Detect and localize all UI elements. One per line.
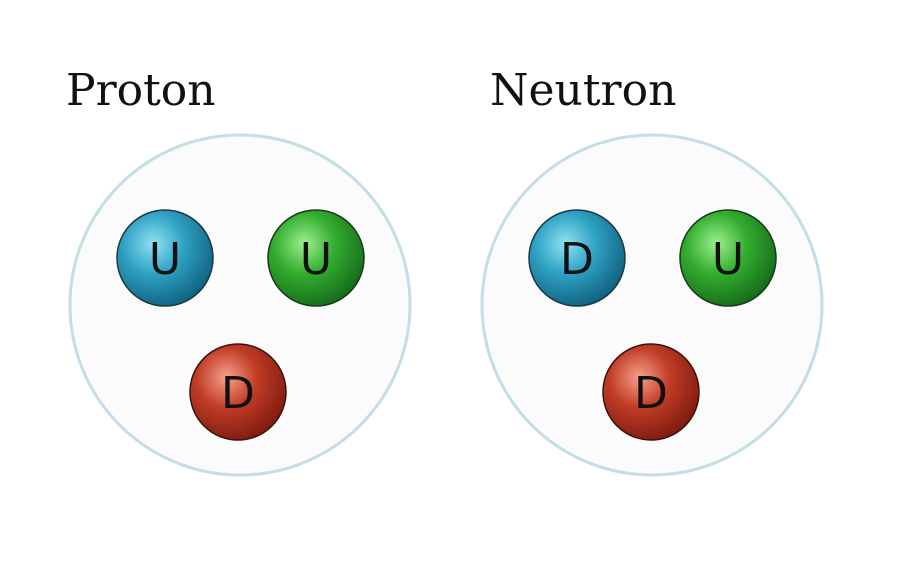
- proton-quark-down-red: D: [189, 343, 287, 441]
- neutron-quark-down-red: D: [602, 343, 700, 441]
- quark-label: D: [221, 368, 255, 419]
- proton-title: Proton: [66, 65, 216, 116]
- neutron-quark-up-green: U: [679, 209, 777, 307]
- neutron-group: Neutron D U D: [480, 65, 824, 477]
- proton-group: Proton U U D: [66, 65, 412, 477]
- quark-label: U: [300, 234, 332, 285]
- proton-quark-up-green: U: [267, 209, 365, 307]
- neutron-quark-down-blue: D: [528, 209, 626, 307]
- proton-quark-up-blue: U: [116, 209, 214, 307]
- quark-label: U: [149, 234, 181, 285]
- quark-label: D: [634, 368, 668, 419]
- neutron-title: Neutron: [490, 65, 676, 116]
- quark-label: U: [712, 234, 744, 285]
- quark-label: D: [560, 234, 594, 285]
